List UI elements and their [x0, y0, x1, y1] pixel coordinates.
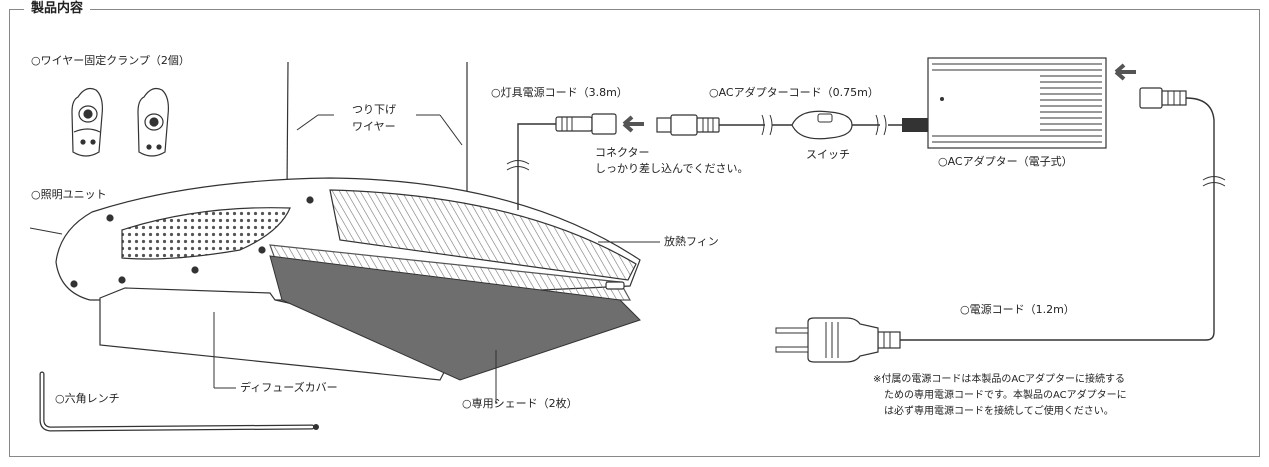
power-cord	[900, 97, 1215, 341]
label-hanging-wire-1: つり下げ	[352, 103, 396, 116]
label-connector-note: しっかり差し込んでください。	[595, 162, 749, 175]
label-ac-adapter: ○ACアダプター（電子式）	[938, 155, 1073, 168]
note-line-2: ための専用電源コードです。本製品のACアダプターに	[884, 390, 1127, 401]
label-hex-wrench: ○六角レンチ	[55, 392, 120, 405]
ac-adapter	[927, 57, 1107, 149]
hanging-wire-left	[286, 61, 289, 191]
wire-clamp-left	[71, 87, 103, 157]
shade	[269, 255, 641, 381]
note-line-1: ※付属の電源コードは本製品のACアダプターに接続する	[873, 374, 1126, 385]
label-light-unit: ○照明ユニット	[31, 188, 107, 201]
power-plug	[807, 317, 879, 363]
label-shade: ○専用シェード（2枚）	[462, 397, 578, 410]
label-switch: スイッチ	[806, 148, 850, 161]
label-diffuse-cover: ディフューズカバー	[240, 381, 338, 394]
power-cord-note: ※付属の電源コードは本製品のACアダプターに接続する ための専用電源コードです。…	[873, 372, 1127, 420]
label-wire-clamp: ○ワイヤー固定クランプ（2個）	[31, 54, 190, 67]
label-connector: コネクター	[595, 146, 650, 159]
section-title: 製品内容	[24, 0, 91, 18]
label-adapter-cord: ○ACアダプターコード（0.75m）	[709, 86, 879, 99]
wire-clamp-right	[137, 87, 169, 157]
label-power-cord: ○電源コード（1.2m）	[960, 303, 1075, 316]
label-heat-fin: 放熱フィン	[664, 235, 719, 248]
contents-frame	[9, 9, 1260, 457]
note-line-3: は必ず専用電源コードを接続してご使用ください。	[884, 406, 1114, 417]
label-lamp-cord: ○灯具電源コード（3.8m）	[491, 86, 628, 99]
lamp-cord	[517, 123, 560, 210]
label-hanging-wire-2: ワイヤー	[352, 120, 396, 133]
